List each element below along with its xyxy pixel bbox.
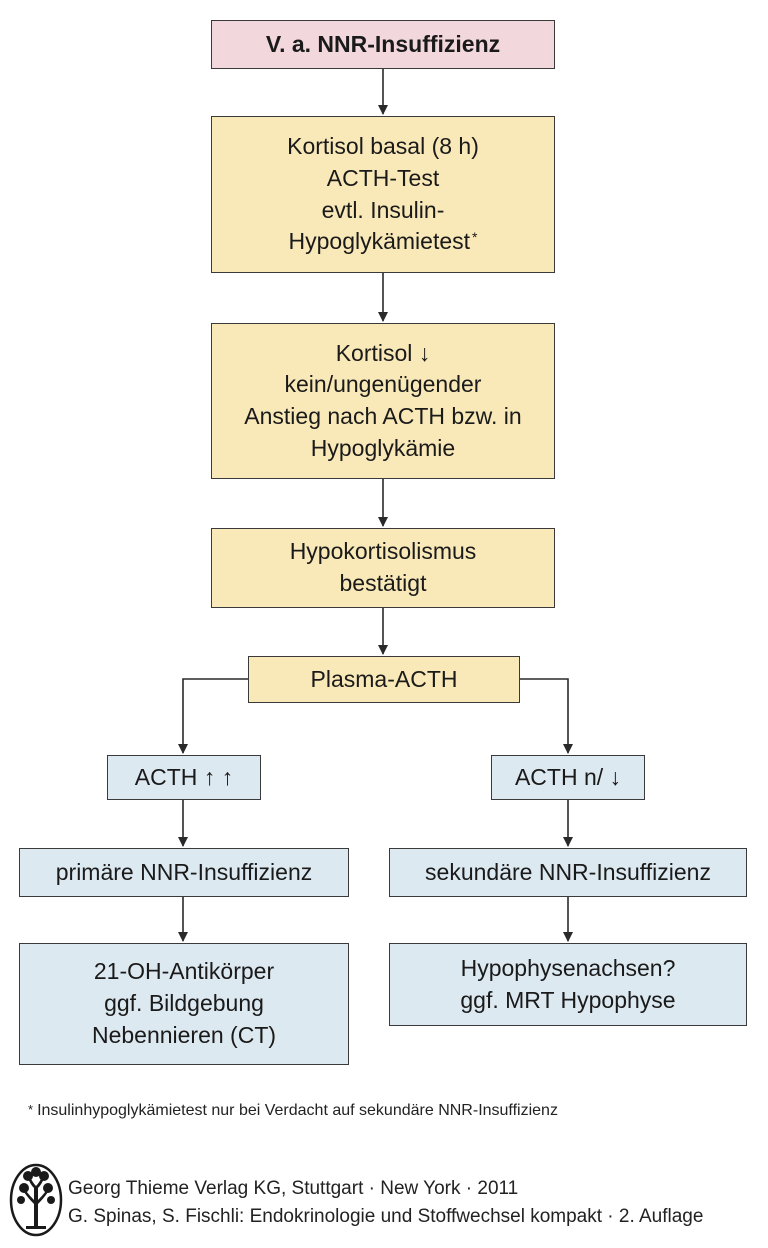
node-primary-next-line: 21-OH-Antikörper <box>93 958 275 985</box>
footnote-marker: * <box>472 229 478 246</box>
node-secondary-next: Hypophysenachsen? ggf. MRT Hypophyse <box>389 943 747 1026</box>
node-plasma: Plasma-ACTH <box>248 656 520 703</box>
node-primary-next: 21-OH-Antikörper ggf. Bildgebung Nebenni… <box>19 943 349 1065</box>
credit-line-1: Georg Thieme Verlag KG, Stuttgart · New … <box>68 1178 519 1199</box>
node-start: V. a. NNR-Insuffizienz <box>211 20 555 69</box>
node-primary-label: primäre NNR-Insuffizienz <box>55 858 313 885</box>
node-start-label: V. a. NNR-Insuffizienz <box>265 30 501 57</box>
node-tests-line: Kortisol basal (8 h) <box>287 133 479 160</box>
footnote-star: * <box>28 1102 34 1117</box>
node-primary-next-line: Nebennieren (CT) <box>91 1021 277 1048</box>
node-primary: primäre NNR-Insuffizienz <box>19 848 349 897</box>
node-acth-high: ACTH ↑ ↑ <box>107 755 261 800</box>
node-result-line: kein/ungenügender <box>284 371 482 398</box>
node-tests-line: evtl. Insulin- <box>321 196 445 223</box>
credit-line-2: G. Spinas, S. Fischli: Endokrinologie un… <box>68 1206 704 1227</box>
node-result-line: Hypoglykämie <box>310 434 456 461</box>
node-secondary-next-line: ggf. MRT Hypophyse <box>460 986 676 1013</box>
node-secondary-next-line: Hypophysenachsen? <box>460 954 676 981</box>
node-result: Kortisol ↓ kein/ungenügender Anstieg nac… <box>211 323 555 479</box>
arrow-plasma-to-acth-low <box>520 678 573 754</box>
node-result-line: Kortisol ↓ <box>335 339 431 366</box>
node-tests-line: Hypoglykämietest <box>288 228 471 255</box>
node-tests: Kortisol basal (8 h) ACTH-Test evtl. Ins… <box>211 116 555 273</box>
node-acth-high-label: ACTH ↑ ↑ <box>134 763 234 790</box>
footnote-text: Insulinhypoglykämietest nur bei Verdacht… <box>37 1102 558 1119</box>
node-confirmed-line: Hypokortisolismus <box>289 538 477 565</box>
node-acth-low: ACTH n/ ↓ <box>491 755 645 800</box>
node-tests-line: ACTH-Test <box>326 164 440 191</box>
node-confirmed-line: bestätigt <box>339 570 427 596</box>
node-plasma-label: Plasma-ACTH <box>310 665 458 692</box>
node-result-line: Anstieg nach ACTH bzw. in <box>244 403 522 429</box>
thieme-tree-logo-icon <box>9 1163 63 1237</box>
arrow-plasma-to-acth-high <box>178 678 248 754</box>
node-acth-low-label: ACTH n/ ↓ <box>514 763 622 790</box>
node-primary-next-line: ggf. Bildgebung <box>104 990 264 1017</box>
node-secondary: sekundäre NNR-Insuffizienz <box>389 848 747 897</box>
footnote: *Insulinhypoglykämietest nur bei Verdach… <box>28 1102 558 1120</box>
node-confirmed: Hypokortisolismus bestätigt <box>211 528 555 608</box>
node-secondary-label: sekundäre NNR-Insuffizienz <box>425 858 711 885</box>
